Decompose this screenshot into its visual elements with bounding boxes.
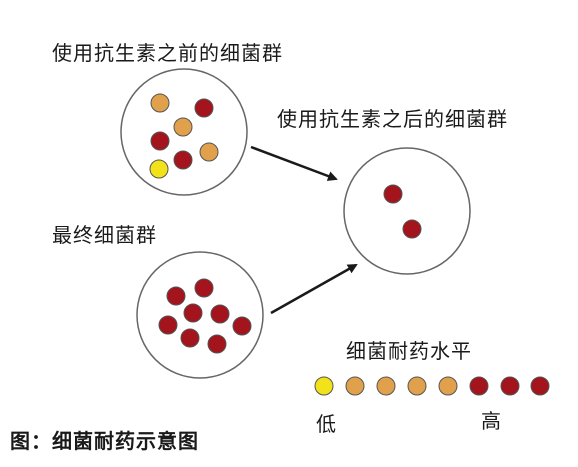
resistance-scale-dot-orange-4 [407, 376, 427, 396]
after-population-label: 使用抗生素之后的细菌群 [277, 107, 508, 131]
final-population-label: 最终细菌群 [52, 223, 157, 247]
final-bacterium-red-8 [207, 334, 227, 354]
before-bacterium-orange-6 [199, 142, 219, 162]
before-bacterium-red-4 [150, 131, 170, 151]
resistance-scale-dot-red-6 [469, 376, 489, 396]
arrow-final-to-after [270, 263, 358, 315]
resistance-level-label: 细菌耐药水平 [346, 339, 472, 363]
final-bacterium-red-5 [158, 315, 178, 335]
final-bacterium-red-1 [194, 278, 214, 298]
resistance-scale-dot-orange-5 [438, 376, 458, 396]
before-bacterium-red-2 [194, 98, 214, 118]
final-bacterium-red-7 [180, 328, 200, 348]
resistance-scale-dot-yellow-1 [314, 376, 334, 396]
high-label: 高 [481, 409, 502, 433]
after-population-circle [343, 147, 471, 275]
before-bacterium-orange-1 [150, 93, 170, 113]
before-bacterium-red-5 [173, 150, 193, 170]
final-bacterium-red-3 [183, 303, 203, 323]
after-bacterium-red-2 [402, 219, 422, 239]
arrow-before-to-after [250, 145, 338, 181]
before-population-label: 使用抗生素之前的细菌群 [52, 41, 283, 65]
before-bacterium-yellow-7 [149, 159, 169, 179]
resistance-scale-dot-red-8 [530, 376, 550, 396]
after-bacterium-red-1 [383, 184, 403, 204]
low-label: 低 [316, 412, 337, 436]
final-bacterium-red-4 [210, 304, 230, 324]
final-bacterium-red-6 [232, 316, 252, 336]
resistance-scale-dot-red-7 [500, 376, 520, 396]
before-bacterium-orange-3 [173, 117, 193, 137]
figure-caption: 图：细菌耐药示意图 [10, 429, 199, 453]
final-bacterium-red-2 [166, 286, 186, 306]
resistance-scale-dot-orange-2 [345, 376, 365, 396]
resistance-scale-dot-orange-3 [376, 376, 396, 396]
